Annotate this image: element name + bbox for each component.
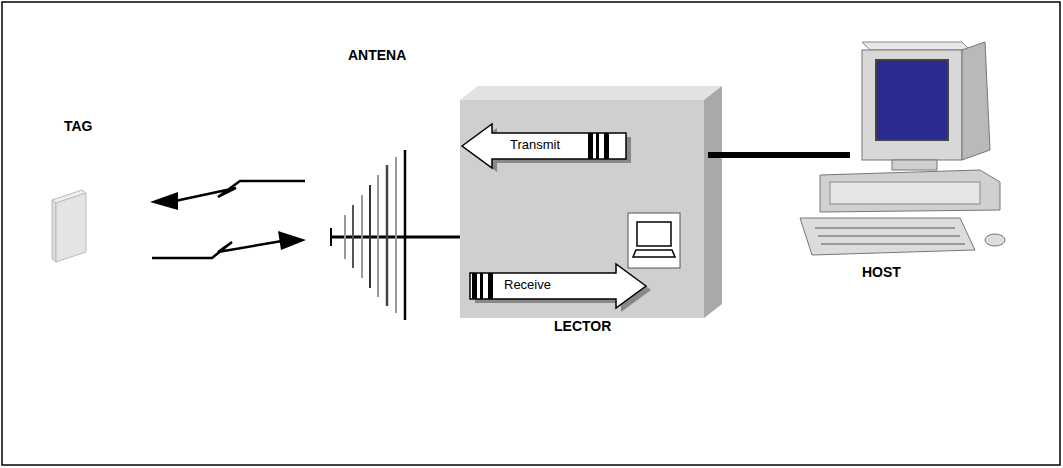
cable-line: [708, 155, 850, 156]
arrow-label: Transmit: [510, 137, 560, 152]
antenna-label: ANTENA: [348, 47, 406, 63]
node-label: HOST: [862, 264, 901, 280]
signal-arrows: [150, 181, 306, 258]
transmit-arrow: Transmit: [462, 124, 630, 168]
arrow-label: Receive: [504, 277, 551, 292]
receive-arrow: Receive: [466, 264, 646, 308]
node-label: TAG: [64, 118, 93, 134]
tag-node: TAG: [40, 110, 100, 270]
host-node: HOST: [850, 40, 1010, 288]
antenna-symbol: [331, 150, 462, 320]
node-label: LECTOR: [554, 318, 611, 334]
reader-node: LECTOR TransmitReceive: [460, 100, 708, 345]
computer-icon: [800, 42, 1005, 255]
tag-card: [52, 190, 86, 262]
reader-box: [460, 86, 722, 318]
arrow-shape: [466, 264, 646, 308]
